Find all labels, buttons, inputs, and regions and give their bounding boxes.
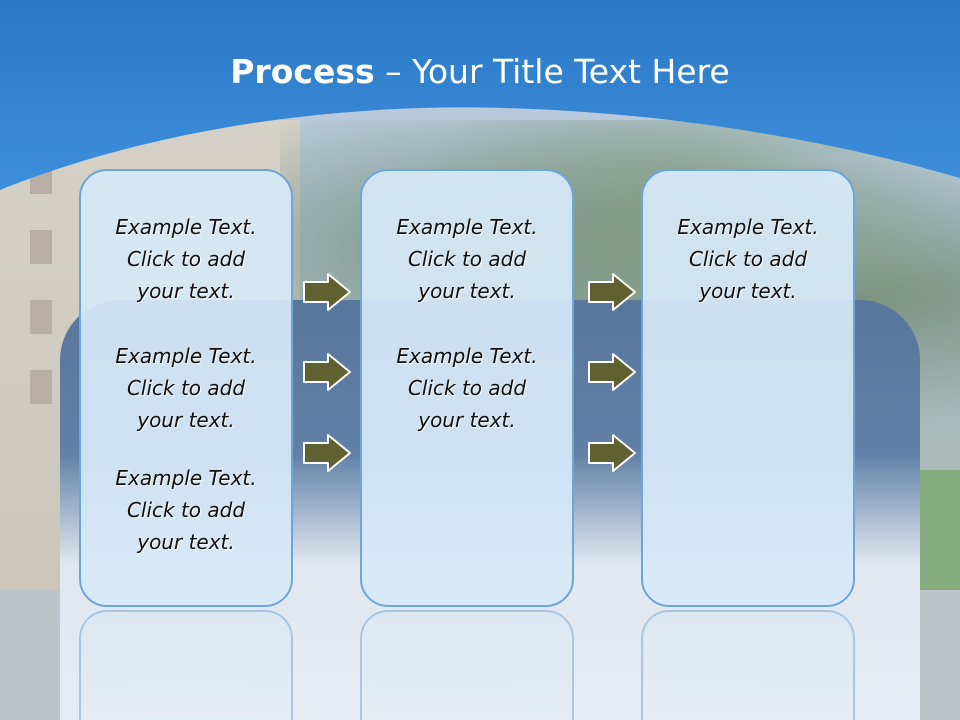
right-arrow-icon[interactable] <box>587 272 637 312</box>
title-rest-text: – Your Title Text Here <box>374 52 730 91</box>
box-paragraph: Example Text. Click to add your text. <box>115 344 257 432</box>
right-arrow-icon[interactable] <box>587 352 637 392</box>
box-paragraph: Example Text. Click to add your text. <box>396 344 538 432</box>
right-arrow-icon[interactable] <box>302 352 352 392</box>
box-paragraph: Example Text. Click to add your text. <box>677 215 819 303</box>
title-bold-text: Process <box>230 52 375 91</box>
right-arrow-icon[interactable] <box>587 433 637 473</box>
slide-title[interactable]: Process – Your Title Text Here <box>0 52 960 91</box>
box-paragraph: Example Text. Click to add your text. <box>396 215 538 303</box>
box-reflection <box>641 610 855 720</box>
process-box-3[interactable]: Example Text. Click to add your text. <box>641 169 855 607</box>
process-box-2[interactable]: Example Text. Click to add your text. Ex… <box>360 169 574 607</box>
right-arrow-icon[interactable] <box>302 272 352 312</box>
box-paragraph: Example Text. Click to add your text. <box>115 466 257 554</box>
box-reflection <box>79 610 293 720</box>
slide-header <box>0 0 960 200</box>
box-reflection <box>360 610 574 720</box>
box-paragraph: Example Text. Click to add your text. <box>115 215 257 303</box>
process-box-1[interactable]: Example Text. Click to add your text. Ex… <box>79 169 293 607</box>
right-arrow-icon[interactable] <box>302 433 352 473</box>
